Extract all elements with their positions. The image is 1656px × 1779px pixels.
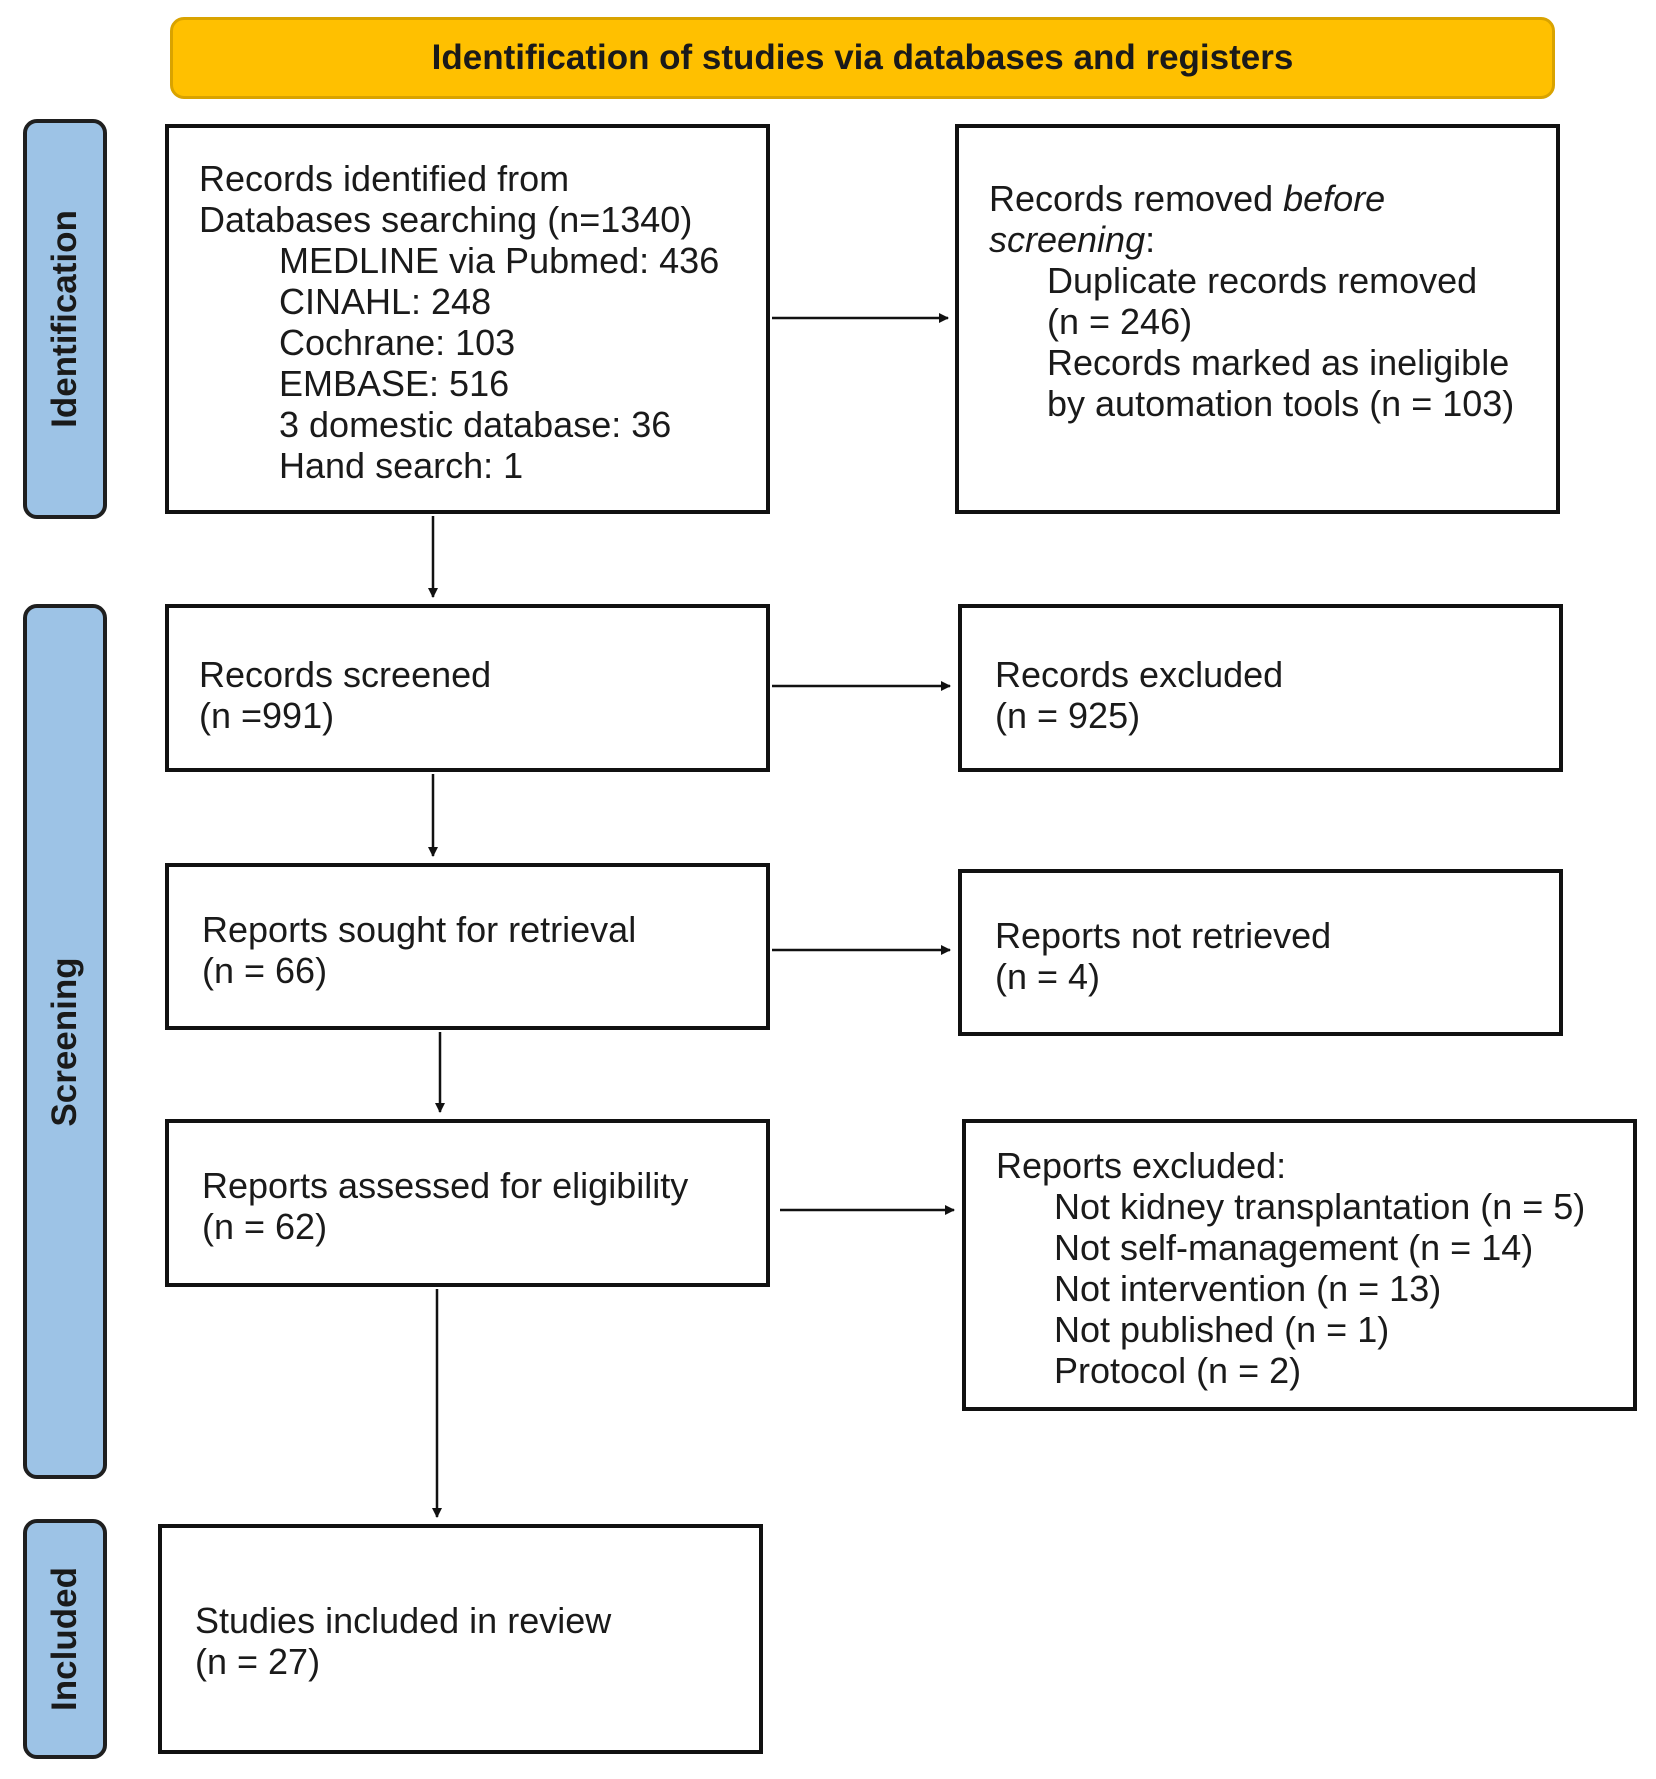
- box-line: Records screened: [199, 654, 492, 695]
- box-line: (n = 66): [202, 950, 328, 991]
- box-line: Records marked as ineligible: [1047, 342, 1510, 383]
- phase-identification: Identification: [23, 119, 107, 519]
- box-line: (n = 925): [995, 695, 1141, 736]
- box-line: (n = 62): [202, 1206, 328, 1247]
- header-banner: Identification of studies via databases …: [170, 17, 1555, 99]
- box-line: Duplicate records removed: [1047, 260, 1478, 301]
- box-line: Cochrane: 103: [279, 322, 516, 363]
- box-line: Hand search: 1: [279, 445, 524, 486]
- removed-lead-italic: before: [1283, 178, 1386, 219]
- box-line: Records identified from: [199, 158, 570, 199]
- reports-sought-box: Reports sought for retrieval (n = 66): [165, 863, 770, 1030]
- box-line: Protocol (n = 2): [1054, 1350, 1302, 1391]
- box-line: Reports excluded:: [996, 1145, 1287, 1186]
- box-line: Studies included in review: [195, 1600, 612, 1641]
- box-line: Reports not retrieved: [995, 915, 1332, 956]
- box-line: Not published (n = 1): [1054, 1309, 1390, 1350]
- box-line: Not kidney transplantation (n = 5): [1054, 1186, 1586, 1227]
- box-line: screening:: [989, 219, 1556, 260]
- records-screened-box: Records screened (n =991): [165, 604, 770, 772]
- removed-lead: Records removed: [989, 178, 1284, 219]
- box-line: (n = 27): [195, 1641, 321, 1682]
- box-line: (n = 246): [1047, 301, 1193, 342]
- box-line: Reports sought for retrieval: [202, 909, 637, 950]
- box-line: EMBASE: 516: [279, 363, 510, 404]
- box-line: (n =991): [199, 695, 335, 736]
- removed-lead2-rest: :: [1145, 219, 1156, 260]
- box-line: Not self-management (n = 14): [1054, 1227, 1534, 1268]
- box-line: Databases searching (n=1340): [199, 199, 693, 240]
- box-line: Reports assessed for eligibility: [202, 1165, 689, 1206]
- header-title: Identification of studies via databases …: [431, 38, 1294, 77]
- box-line: CINAHL: 248: [279, 281, 492, 322]
- box-line: Records excluded: [995, 654, 1284, 695]
- box-line: 3 domestic database: 36: [279, 404, 672, 445]
- box-line: by automation tools (n = 103): [1047, 383, 1515, 424]
- box-line: MEDLINE via Pubmed: 436: [279, 240, 720, 281]
- box-line: Not intervention (n = 13): [1054, 1268, 1442, 1309]
- records-removed-box: Records removed before screening: Duplic…: [955, 124, 1560, 514]
- removed-lead2-italic: screening: [989, 219, 1146, 260]
- phase-screening: Screening: [23, 604, 107, 1479]
- records-excluded-box: Records excluded (n = 925): [958, 604, 1563, 772]
- box-line: Records removed before: [989, 178, 1556, 219]
- studies-included-box: Studies included in review (n = 27): [158, 1524, 763, 1754]
- reports-not-retrieved-box: Reports not retrieved (n = 4): [958, 869, 1563, 1036]
- phase-included: Included: [23, 1519, 107, 1759]
- records-identified-box: Records identified from Databases search…: [165, 124, 770, 514]
- reports-assessed-box: Reports assessed for eligibility (n = 62…: [165, 1119, 770, 1287]
- reports-excluded-box: Reports excluded: Not kidney transplanta…: [962, 1119, 1637, 1411]
- box-line: (n = 4): [995, 956, 1101, 997]
